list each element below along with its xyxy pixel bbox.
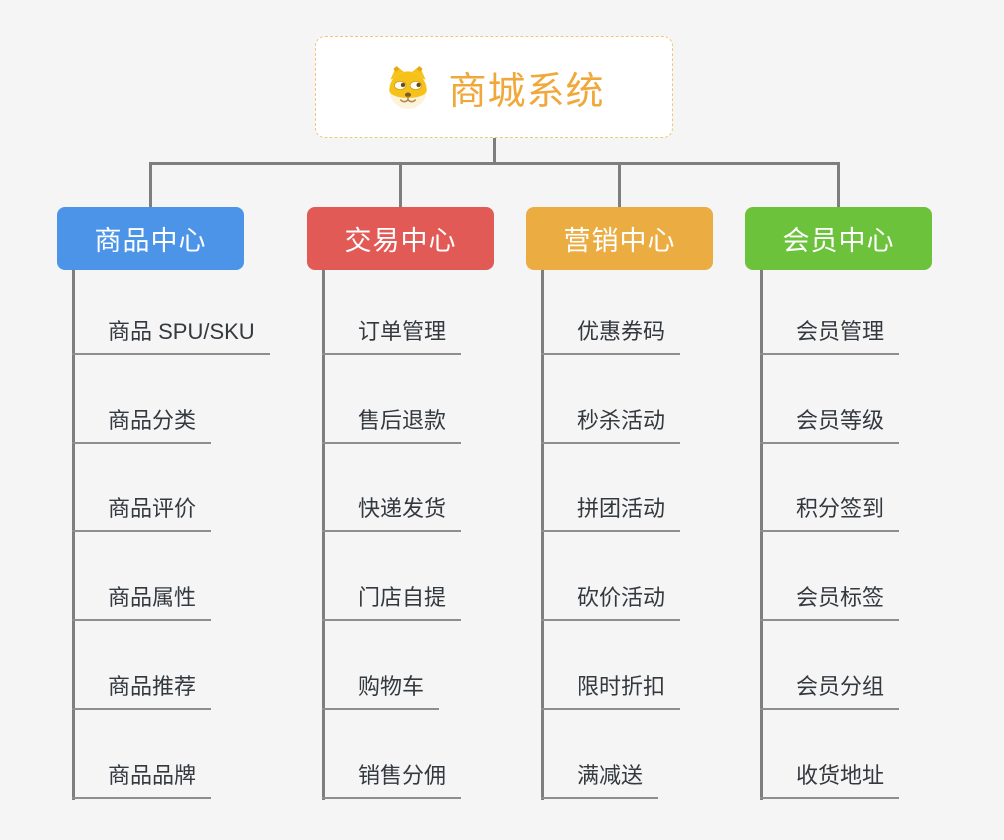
leaf-node[interactable]: 会员管理 [760, 266, 900, 355]
leaf-label: 销售分佣 [322, 758, 462, 799]
leaf-label: 商品属性 [72, 580, 212, 622]
leaf-label: 门店自提 [322, 580, 462, 622]
leaf-label: 商品推荐 [72, 669, 212, 710]
branch-children-trade-center: 订单管理 售后退款 快递发货 门店自提 购物车 销售分佣 [322, 266, 462, 799]
leaf-label: 砍价活动 [541, 580, 681, 622]
branch-header-marketing-center[interactable]: 营销中心 [526, 207, 713, 270]
leaf-label: 售后退款 [322, 403, 462, 444]
connector-drop-trade [399, 162, 402, 210]
leaf-node[interactable]: 秒杀活动 [541, 355, 681, 444]
connector-horizontal-bar [149, 162, 840, 165]
branch-label: 会员中心 [782, 226, 895, 256]
leaf-label: 商品 SPU/SKU [72, 314, 270, 355]
leaf-label: 会员管理 [760, 314, 900, 355]
leaf-label: 会员等级 [760, 403, 900, 444]
leaf-node[interactable]: 商品推荐 [72, 621, 270, 710]
leaf-node[interactable]: 购物车 [322, 621, 461, 710]
leaf-label: 拼团活动 [541, 491, 681, 533]
leaf-node[interactable]: 商品属性 [72, 532, 270, 622]
connector-drop-product [149, 162, 152, 210]
leaf-node[interactable]: 限时折扣 [541, 621, 681, 710]
leaf-node[interactable]: 销售分佣 [322, 710, 462, 799]
dog-face-icon [383, 62, 433, 112]
branch-children-member-center: 会员管理 会员等级 积分签到 会员标签 会员分组 收货地址 [760, 266, 900, 799]
connector-branch-line-trade [322, 270, 325, 800]
leaf-node[interactable]: 售后退款 [322, 355, 462, 444]
leaf-node[interactable]: 积分签到 [760, 444, 900, 533]
leaf-node[interactable]: 优惠券码 [541, 266, 681, 355]
leaf-label: 订单管理 [322, 314, 462, 355]
leaf-label: 收货地址 [760, 758, 900, 799]
leaf-node[interactable]: 商品品牌 [72, 710, 270, 799]
leaf-label: 会员标签 [760, 580, 900, 622]
branch-label: 商品中心 [94, 226, 207, 256]
leaf-label: 满减送 [541, 758, 659, 799]
leaf-label: 快递发货 [322, 491, 462, 533]
leaf-node[interactable]: 门店自提 [322, 532, 462, 622]
connector-branch-line-product [72, 270, 75, 800]
leaf-node[interactable]: 会员等级 [760, 355, 900, 444]
leaf-node[interactable]: 商品评价 [72, 444, 270, 533]
leaf-node[interactable]: 会员标签 [760, 532, 900, 622]
leaf-label: 商品评价 [72, 491, 212, 533]
leaf-node[interactable]: 砍价活动 [541, 532, 681, 622]
leaf-node[interactable]: 快递发货 [322, 444, 462, 533]
connector-root-stem [493, 136, 496, 164]
branch-children-marketing-center: 优惠券码 秒杀活动 拼团活动 砍价活动 限时折扣 满减送 [541, 266, 681, 799]
root-node[interactable]: 商城系统 [315, 36, 673, 138]
leaf-label: 购物车 [322, 669, 440, 710]
leaf-node[interactable]: 收货地址 [760, 710, 900, 799]
connector-branch-line-marketing [541, 270, 544, 800]
branch-children-product-center: 商品 SPU/SKU 商品分类 商品评价 商品属性 商品推荐 商品品牌 [72, 266, 270, 799]
leaf-label: 商品分类 [72, 403, 212, 444]
leaf-label: 商品品牌 [72, 758, 212, 799]
leaf-label: 积分签到 [760, 491, 900, 533]
leaf-node[interactable]: 商品 SPU/SKU [72, 266, 270, 355]
branch-label: 营销中心 [563, 226, 676, 256]
branch-header-product-center[interactable]: 商品中心 [57, 207, 244, 270]
leaf-node[interactable]: 商品分类 [72, 355, 270, 444]
leaf-node[interactable]: 拼团活动 [541, 444, 681, 533]
branch-header-trade-center[interactable]: 交易中心 [307, 207, 494, 270]
leaf-label: 会员分组 [760, 669, 900, 710]
leaf-node[interactable]: 会员分组 [760, 621, 900, 710]
leaf-label: 优惠券码 [541, 314, 681, 355]
leaf-node[interactable]: 满减送 [541, 710, 680, 799]
page-title: 商城系统 [448, 70, 605, 113]
connector-drop-member [837, 162, 840, 210]
branch-label: 交易中心 [344, 226, 457, 256]
connector-drop-marketing [618, 162, 621, 210]
connector-branch-line-member [760, 270, 763, 800]
leaf-label: 限时折扣 [541, 669, 681, 710]
branch-header-member-center[interactable]: 会员中心 [745, 207, 932, 270]
leaf-label: 秒杀活动 [541, 403, 681, 444]
leaf-node[interactable]: 订单管理 [322, 266, 462, 355]
